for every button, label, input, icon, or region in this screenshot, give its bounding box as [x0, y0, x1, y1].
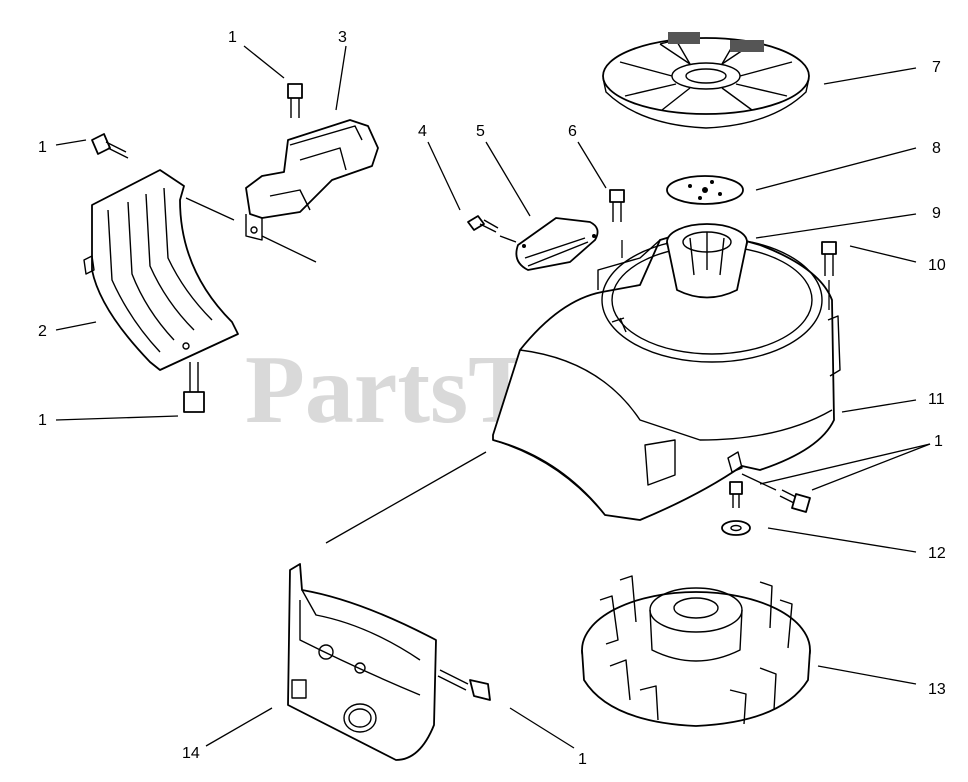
callout-9: 9: [932, 205, 941, 222]
callout-4: 4: [418, 123, 427, 140]
part-1-screw-e[interactable]: [779, 489, 811, 513]
callout-6: 6: [568, 123, 577, 140]
callout-2: 2: [38, 323, 47, 340]
callout-7: 7: [932, 59, 941, 76]
part-1-screw-c[interactable]: [183, 362, 205, 413]
part-1-screw-d[interactable]: [729, 481, 743, 508]
part-6-screw[interactable]: [609, 189, 625, 222]
callout-5: 5: [476, 123, 485, 140]
part-1-screw-b[interactable]: [91, 133, 129, 159]
part-14-lower-shield[interactable]: [287, 563, 437, 761]
part-3-bracket[interactable]: [245, 119, 379, 241]
callout-3: 3: [338, 29, 347, 46]
callout-1d: 1: [934, 433, 943, 450]
callout-1e: 1: [578, 751, 587, 768]
callout-1c: 1: [38, 412, 47, 429]
callout-1a: 1: [228, 29, 237, 46]
leader-lines: [55, 45, 931, 749]
part-12-washer[interactable]: [721, 520, 751, 536]
part-1-screw-a[interactable]: [287, 83, 303, 118]
part-8-plate[interactable]: [666, 175, 744, 205]
callout-10: 10: [928, 257, 946, 274]
part-11-blower-housing[interactable]: [492, 227, 841, 521]
screen-vent-dots: [668, 32, 764, 52]
part-7-rotating-screen[interactable]: [602, 32, 810, 129]
part-13-flywheel[interactable]: [581, 575, 811, 727]
callout-12: 12: [928, 545, 946, 562]
callout-11: 11: [928, 391, 945, 408]
part-4-screw[interactable]: [467, 215, 499, 233]
callout-1b: 1: [38, 139, 47, 156]
part-2-curved-shield[interactable]: [83, 169, 239, 371]
part-1-screw-f[interactable]: [437, 669, 491, 701]
part-10-screw[interactable]: [821, 241, 837, 276]
callout-14: 14: [182, 745, 200, 762]
callout-13: 13: [928, 681, 946, 698]
callout-8: 8: [932, 140, 941, 157]
part-5-cover-plate[interactable]: [515, 217, 599, 271]
part-9-hub[interactable]: [666, 223, 748, 299]
callout-labels: 1 3 1 2 1 4 5 6 7 8 9 10 11 1 12 13 14 1: [38, 29, 946, 768]
